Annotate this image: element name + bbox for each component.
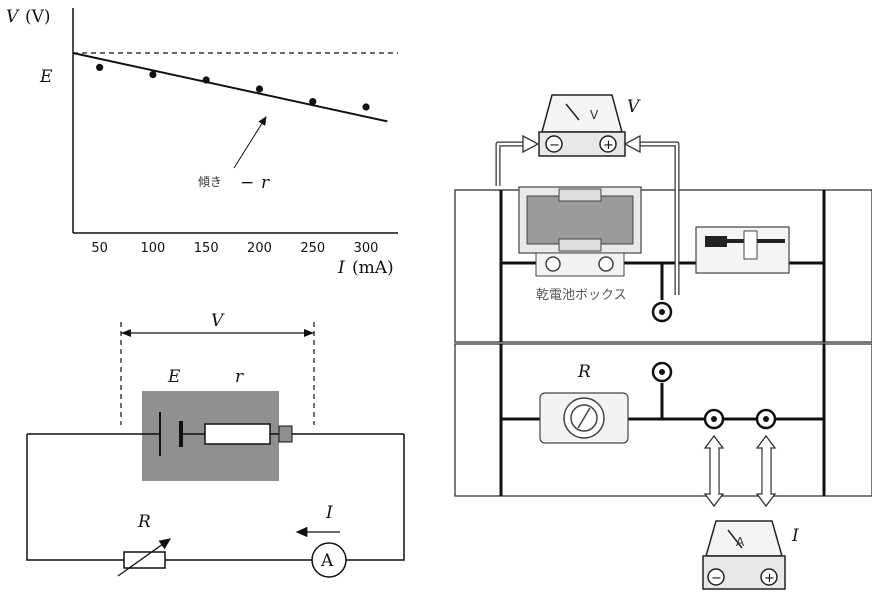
terminal-tab: [278, 425, 293, 443]
emf-label: E: [39, 67, 53, 87]
vi-graph: V (V) E 50 100 150 200 250 300 I (mA) 傾き − r: [6, 7, 398, 278]
y-axis-var: V: [6, 7, 20, 27]
svg-text:−: −: [711, 571, 722, 586]
ammeter-letter: A: [320, 551, 334, 571]
slope-pointer-arrow: [233, 116, 267, 169]
slope-sign: −: [240, 173, 254, 193]
slope-var: r: [261, 173, 270, 193]
slope-label: 傾き: [198, 175, 222, 189]
x-tick-label: 250: [300, 241, 325, 256]
ammeter-label: I: [791, 526, 799, 546]
x-axis-unit: (mA): [352, 258, 394, 278]
ammeter-letter-device: A: [736, 535, 745, 549]
data-point: [309, 98, 317, 106]
ammeter: A − +: [702, 520, 786, 590]
voltmeter: V − +: [538, 94, 626, 157]
circuit-schematic: V E r R A I: [26, 311, 405, 578]
ammeter-lead-right: [755, 434, 777, 508]
battery-r-label: r: [235, 367, 244, 387]
data-point: [202, 76, 210, 84]
x-axis-var: I: [337, 258, 345, 278]
svg-text:+: +: [603, 138, 614, 153]
x-tick-label: 300: [354, 241, 379, 256]
data-point: [362, 103, 370, 111]
x-tick-labels: 50 100 150 200 250 300: [91, 241, 378, 256]
svg-text:+: +: [764, 571, 775, 586]
x-tick-label: 200: [247, 241, 272, 256]
circuit-wire: [26, 434, 124, 561]
battery-terminal-right: [598, 256, 614, 272]
data-point: [255, 85, 264, 93]
voltmeter-label: V: [627, 97, 641, 117]
ammeter-plus-terminal: [760, 568, 778, 586]
rheostat-arrow: [117, 538, 172, 577]
fit-line: [72, 52, 388, 123]
battery-terminal-left: [545, 256, 561, 272]
voltmeter-plus-terminal: [599, 135, 617, 153]
rheostat-symbol: [123, 551, 166, 569]
voltmeter-lead-left: [495, 141, 525, 186]
ammeter-lead-left: [703, 434, 725, 508]
ammeter-minus-terminal: [707, 568, 725, 586]
battery-e-label: E: [167, 367, 181, 387]
voltmeter-letter: V: [590, 108, 599, 122]
x-tick-label: 150: [194, 241, 219, 256]
apparatus-diagram: 乾電池ボックス R V −: [454, 94, 872, 590]
rheostat-label: R: [137, 512, 151, 532]
switch-device: [695, 226, 790, 274]
svg-text:−: −: [549, 138, 560, 153]
data-points: [96, 63, 370, 111]
y-axis-unit: (V): [25, 7, 51, 27]
battery-box-label: 乾電池ボックス: [536, 288, 627, 303]
data-point: [149, 71, 157, 79]
x-tick-label: 50: [91, 241, 108, 256]
current-label: I: [325, 503, 333, 523]
ammeter-symbol: [311, 542, 347, 578]
x-tick-label: 100: [141, 241, 166, 256]
rheostat-device-label: R: [577, 362, 591, 382]
data-point: [96, 63, 104, 71]
internal-resistor: [204, 423, 271, 445]
voltmeter-minus-terminal: [545, 135, 563, 153]
v-dim-label: V: [211, 311, 225, 331]
